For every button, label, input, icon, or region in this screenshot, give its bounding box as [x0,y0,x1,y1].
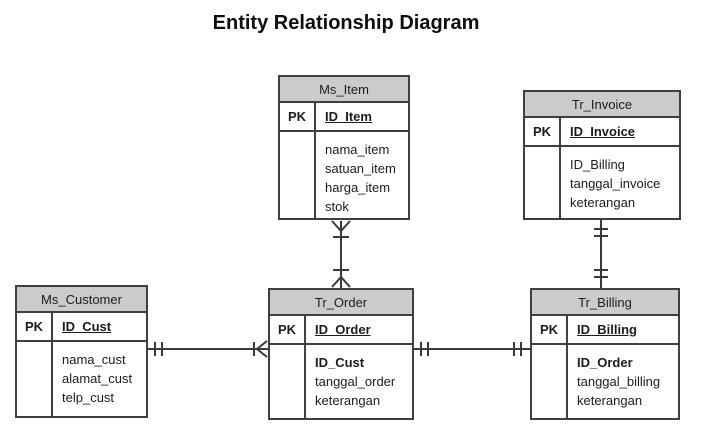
attribute: ID_Billing [570,157,625,172]
pk-label: PK [270,316,306,343]
attribute-list: nama_item satuan_item harga_item stok [316,132,408,218]
entity-header: Tr_Billing [532,290,678,316]
diagram-title: Entity Relationship Diagram [212,12,480,34]
pk-attribute: ID_Invoice [570,124,636,139]
attributes-row: ID_Cust tanggal_order keterangan [270,345,412,418]
attribute: nama_item [325,142,390,157]
pk-row: PK ID_Invoice [525,118,679,147]
pk-label: PK [532,316,568,343]
entity-table-tr-order: Tr_Order PK ID_Order ID_Cust tanggal_ord… [268,288,414,420]
pk-row: PK ID_Order [270,316,412,345]
attribute-list: ID_Cust tanggal_order keterangan [306,345,412,418]
entity-header: Ms_Customer [17,287,146,313]
attributes-row: nama_item satuan_item harga_item stok [280,132,408,218]
attribute: keterangan [570,195,636,210]
attribute: harga_item [325,180,391,195]
connector-msitem-trorder [332,221,350,288]
connector-mscustomer-trorder [148,341,268,357]
attribute-foreign-key: ID_Cust [315,355,365,370]
pk-label: PK [525,118,561,145]
attribute: keterangan [577,393,643,408]
attributes-row: ID_Billing tanggal_invoice keterangan [525,147,679,218]
entity-header: Tr_Invoice [525,92,679,118]
pk-row: PK ID_Billing [532,316,678,345]
crowsfoot-many-icon [257,341,267,357]
pk-spacer-cell [17,342,53,416]
crowsfoot-many-icon [332,277,350,287]
attribute: tanggal_order [315,374,396,389]
connector-trinvoice-trbilling [594,220,608,288]
attribute-list: ID_Billing tanggal_invoice keterangan [561,147,679,218]
pk-spacer-cell [270,345,306,418]
entity-header: Ms_Item [280,77,408,103]
attributes-row: nama_cust alamat_cust telp_cust [17,342,146,416]
pk-spacer-cell [525,147,561,218]
attributes-row: ID_Order tanggal_billing keterangan [532,345,678,418]
pk-attribute: ID_Item [325,109,372,124]
pk-label: PK [280,103,316,130]
entity-table-ms-customer: Ms_Customer PK ID_Cust nama_cust alamat_… [15,285,148,418]
entity-table-ms-item: Ms_Item PK ID_Item nama_item satuan_item… [278,75,410,220]
pk-spacer-cell [532,345,568,418]
attribute: alamat_cust [62,371,133,386]
attribute-foreign-key: ID_Order [577,355,633,370]
attribute: satuan_item [325,161,396,176]
attribute: stok [325,199,349,214]
pk-spacer-cell [280,132,316,218]
attribute: tanggal_invoice [570,176,661,191]
attribute: telp_cust [62,390,115,405]
attribute-list: nama_cust alamat_cust telp_cust [53,342,146,416]
crowsfoot-many-icon [332,221,350,231]
attribute-list: ID_Order tanggal_billing keterangan [568,345,678,418]
attribute: tanggal_billing [577,374,661,389]
entity-table-tr-billing: Tr_Billing PK ID_Billing ID_Order tangga… [530,288,680,420]
pk-attribute: ID_Billing [577,322,637,337]
pk-row: PK ID_Item [280,103,408,132]
pk-attribute: ID_Order [315,322,371,337]
attribute: keterangan [315,393,381,408]
entity-table-tr-invoice: Tr_Invoice PK ID_Invoice ID_Billing tang… [523,90,681,220]
pk-row: PK ID_Cust [17,313,146,342]
pk-label: PK [17,313,53,340]
attribute: nama_cust [62,352,126,367]
entity-header: Tr_Order [270,290,412,316]
connector-trorder-trbilling [414,342,530,356]
pk-attribute: ID_Cust [62,319,112,334]
